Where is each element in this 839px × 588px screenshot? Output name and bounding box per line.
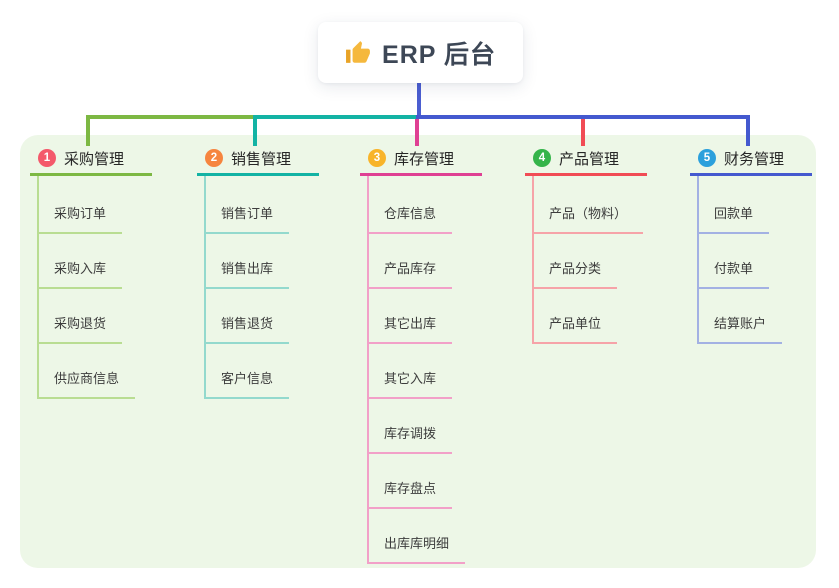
branch-badge: 4 bbox=[533, 149, 551, 167]
branch-header-purchase[interactable]: 1 采购管理 bbox=[30, 146, 152, 176]
child-node[interactable]: 库存调拨 bbox=[367, 425, 453, 454]
branch-title: 产品管理 bbox=[559, 150, 620, 168]
connector-drop-product bbox=[581, 115, 585, 176]
branch-trunk bbox=[697, 176, 699, 343]
branch-purchase: 1 采购管理 采购订单采购入库采购退货供应商信息 bbox=[30, 146, 190, 399]
branch-title: 采购管理 bbox=[64, 150, 125, 168]
child-node[interactable]: 采购退货 bbox=[37, 315, 123, 344]
branch-title: 财务管理 bbox=[724, 150, 785, 168]
connector-root-line bbox=[417, 83, 421, 115]
child-node[interactable]: 销售出库 bbox=[204, 260, 290, 289]
branch-sales: 2 销售管理 销售订单销售出库销售退货客户信息 bbox=[197, 146, 357, 399]
background-panel bbox=[20, 135, 816, 568]
connector-drop-sales bbox=[253, 115, 257, 176]
branch-header-inventory[interactable]: 3 库存管理 bbox=[360, 146, 482, 176]
child-node[interactable]: 仓库信息 bbox=[367, 205, 453, 234]
child-node[interactable]: 产品单位 bbox=[532, 315, 618, 344]
child-node[interactable]: 销售退货 bbox=[204, 315, 290, 344]
child-node[interactable]: 库存盘点 bbox=[367, 480, 453, 509]
connector-bus-green bbox=[86, 115, 255, 119]
root-node-label: ERP 后台 bbox=[382, 40, 496, 69]
branch-product: 4 产品管理 产品（物料） 产品分类产品单位 bbox=[525, 146, 685, 344]
child-node[interactable]: 出库库明细 bbox=[367, 535, 466, 564]
connector-bus-teal bbox=[253, 115, 416, 119]
child-node[interactable]: 产品分类 bbox=[532, 260, 618, 289]
child-node[interactable]: 产品（物料） bbox=[532, 205, 644, 234]
child-node[interactable]: 产品库存 bbox=[367, 260, 453, 289]
child-node[interactable]: 采购订单 bbox=[37, 205, 123, 234]
branch-trunk bbox=[532, 176, 534, 343]
branch-badge: 1 bbox=[38, 149, 56, 167]
branch-finance: 5 财务管理 回款单付款单结算账户 bbox=[690, 146, 839, 344]
connector-drop-inventory bbox=[415, 115, 419, 176]
branch-badge: 3 bbox=[368, 149, 386, 167]
child-node[interactable]: 客户信息 bbox=[204, 370, 290, 399]
child-node[interactable]: 回款单 bbox=[697, 205, 770, 234]
branch-title: 销售管理 bbox=[231, 150, 292, 168]
root-node[interactable]: ERP 后台 bbox=[318, 22, 523, 83]
branch-header-finance[interactable]: 5 财务管理 bbox=[690, 146, 812, 176]
connector-bus-blue bbox=[416, 115, 750, 119]
connector-drop-purchase bbox=[86, 115, 90, 176]
branch-header-product[interactable]: 4 产品管理 bbox=[525, 146, 647, 176]
child-node[interactable]: 其它出库 bbox=[367, 315, 453, 344]
branch-header-sales[interactable]: 2 销售管理 bbox=[197, 146, 319, 176]
child-node[interactable]: 其它入库 bbox=[367, 370, 453, 399]
branch-trunk bbox=[367, 176, 369, 563]
branch-inventory: 3 库存管理 仓库信息产品库存其它出库其它入库库存调拨库存盘点出库库明细 bbox=[360, 146, 520, 564]
child-node[interactable]: 付款单 bbox=[697, 260, 770, 289]
branch-badge: 2 bbox=[205, 149, 223, 167]
child-node[interactable]: 销售订单 bbox=[204, 205, 290, 234]
child-node[interactable]: 结算账户 bbox=[697, 315, 783, 344]
thumbs-up-icon bbox=[346, 40, 370, 63]
child-node[interactable]: 供应商信息 bbox=[37, 370, 136, 399]
branch-title: 库存管理 bbox=[394, 150, 455, 168]
branch-badge: 5 bbox=[698, 149, 716, 167]
child-node[interactable]: 采购入库 bbox=[37, 260, 123, 289]
connector-drop-finance bbox=[746, 115, 750, 176]
